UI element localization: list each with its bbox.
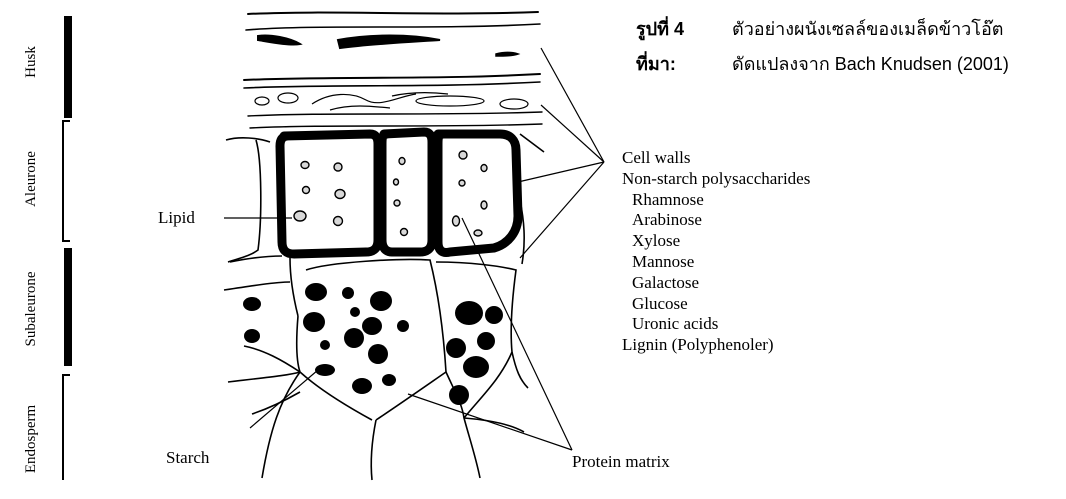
husk-cell-oval <box>278 93 298 103</box>
oat-cell-wall-figure: Husk Aleurone Subaleurone Endosperm <box>0 0 1066 486</box>
starch-granule <box>446 338 466 358</box>
lipid-droplet <box>481 201 487 209</box>
sugar-item: Rhamnose <box>622 190 810 211</box>
starch-granule <box>370 291 392 311</box>
husk-cell-oval <box>500 99 528 109</box>
protein-leader <box>408 394 572 450</box>
source-caption: ที่มา: <box>636 52 676 76</box>
starch-granule <box>397 320 409 332</box>
aleurone-wall-left <box>280 134 378 254</box>
lipid-droplet <box>303 187 310 194</box>
husk-fragment-2 <box>338 36 440 49</box>
starch-granule <box>455 301 483 325</box>
cell-walls-leader <box>541 105 604 162</box>
husk-cell-oval <box>416 96 484 106</box>
lipid-droplet <box>474 230 482 236</box>
sugar-item: Arabinose <box>622 210 810 231</box>
figure-number: รูปที่ 4 <box>636 19 684 39</box>
husk-cell-oval <box>255 97 269 105</box>
starch-granule <box>350 307 360 317</box>
lipid-droplet <box>399 158 405 165</box>
husk-cell-wave <box>312 94 416 104</box>
sugar-item: Galactose <box>622 273 810 294</box>
source-label: ที่มา: <box>636 54 676 74</box>
cell-walls-leader <box>518 162 604 182</box>
lipid-droplet <box>453 216 460 226</box>
cell-wall-thin <box>226 138 270 142</box>
cell-wall-thin <box>252 392 300 414</box>
lipid-droplet <box>334 163 342 171</box>
starch-granule <box>320 340 330 350</box>
husk-line-2 <box>246 24 540 30</box>
cell-wall-thin <box>436 262 516 418</box>
lipid-droplet <box>401 229 408 236</box>
sugar-item: Xylose <box>622 231 810 252</box>
starch-granule <box>485 306 503 324</box>
lipid-droplet <box>481 165 487 172</box>
lipid-label: Lipid <box>158 208 195 228</box>
cell-walls-label: Cell walls <box>622 148 810 169</box>
sugar-item: Glucose <box>622 294 810 315</box>
protein-leader <box>462 218 572 450</box>
lipid-droplet <box>335 190 345 199</box>
cell-wall-thin <box>228 140 261 262</box>
source-text: ดัดแปลงจาก Bach Knudsen (2001) <box>732 52 1009 76</box>
lipid-droplet <box>301 162 309 169</box>
husk-line-5 <box>248 112 542 116</box>
husk-fragment-1 <box>258 35 300 44</box>
husk-fragment-3 <box>496 53 518 57</box>
lipid-droplet <box>394 200 400 206</box>
lignin-label: Lignin (Polyphenoler) <box>622 335 810 356</box>
starch-granule <box>303 312 325 332</box>
cell-walls-leader <box>520 162 604 258</box>
lipid-droplet <box>459 180 465 186</box>
cell-wall-components-list: Cell walls Non-starch polysaccharides Rh… <box>622 148 810 356</box>
cell-wall-thin <box>262 372 300 478</box>
starch-granule <box>344 328 364 348</box>
cell-walls-leader <box>541 48 604 162</box>
figure-title: ตัวอย่างผนังเซลล์ของเมล็ดข้าวโอ๊ต <box>732 17 1003 41</box>
husk-cell-wave <box>392 93 448 96</box>
nsp-label: Non-starch polysaccharides <box>622 169 810 190</box>
starch-granule <box>362 317 382 335</box>
sugar-item: Mannose <box>622 252 810 273</box>
cell-wall-thin <box>290 258 298 316</box>
cell-wall-thin <box>520 134 544 152</box>
husk-line-top <box>248 12 538 14</box>
cell-wall-thin <box>512 352 528 388</box>
lipid-droplet <box>394 179 399 185</box>
starch-granule <box>243 297 261 311</box>
cell-wall-thin <box>224 282 290 290</box>
cell-wall-thin <box>464 418 524 432</box>
lipid-droplet <box>294 211 306 221</box>
lipid-droplet <box>459 151 467 159</box>
husk-cell-wave <box>330 106 390 110</box>
starch-granule <box>352 378 372 394</box>
starch-granule <box>477 332 495 350</box>
starch-granule <box>449 385 469 405</box>
starch-granule <box>342 287 354 299</box>
husk-line-3 <box>244 74 540 80</box>
starch-label: Starch <box>166 448 209 468</box>
sugar-item: Uronic acids <box>622 314 810 335</box>
lipid-droplet <box>334 217 343 226</box>
starch-granule <box>305 283 327 301</box>
starch-granule <box>463 356 489 378</box>
starch-granule <box>244 329 260 343</box>
figure-caption: รูปที่ 4 <box>636 17 684 41</box>
cell-wall-thin <box>228 372 300 382</box>
husk-line-4 <box>244 82 540 88</box>
husk-line-6 <box>250 124 542 128</box>
starch-granule <box>368 344 388 364</box>
protein-matrix-label: Protein matrix <box>572 452 670 472</box>
cell-wall-thin <box>244 346 300 372</box>
starch-granule <box>382 374 396 386</box>
cell-wall-thin <box>371 420 376 480</box>
